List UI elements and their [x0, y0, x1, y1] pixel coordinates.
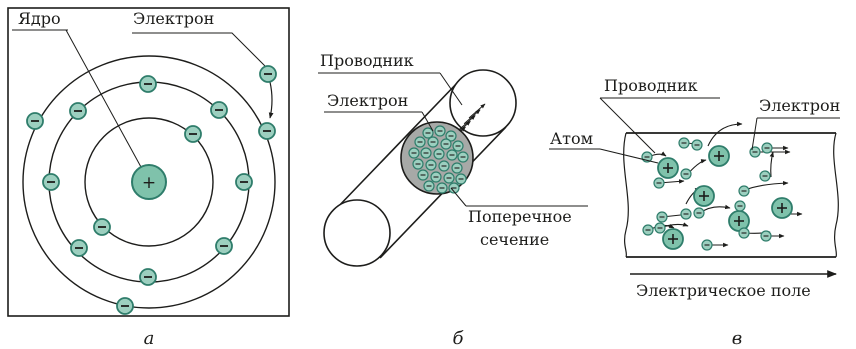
- free-electron-2: [679, 138, 689, 148]
- free-electron-12: [694, 208, 704, 218]
- ion-1: [658, 158, 678, 178]
- section-electron-6: [441, 139, 451, 149]
- trajectory-3: [708, 124, 742, 146]
- conductor-label-c: Проводник: [604, 76, 698, 95]
- section-electron-20: [456, 174, 466, 184]
- section-electron-18: [431, 172, 441, 182]
- lattice-ions: [658, 146, 792, 249]
- section-electron-10: [434, 149, 444, 159]
- caption-b: б: [453, 328, 465, 349]
- electron-motion-arrow: [270, 82, 272, 118]
- atom-electron-4: [211, 102, 227, 118]
- atom-electron-6: [216, 238, 232, 254]
- atom-electron-9: [43, 174, 59, 190]
- nucleus-sign: +: [142, 173, 156, 193]
- free-electron-13: [735, 201, 745, 211]
- atom-electron-3: [140, 76, 156, 92]
- ion-2: [709, 146, 729, 166]
- free-electron-11: [681, 209, 691, 219]
- ion-3: [694, 186, 714, 206]
- section-electron-2: [435, 126, 445, 136]
- section-electron-19: [444, 173, 454, 183]
- conductor-c-leader: [600, 98, 655, 153]
- section-electron-1: [423, 128, 433, 138]
- free-electron-18: [739, 228, 749, 238]
- section-electron-5: [428, 137, 438, 147]
- cylinder-far-end: [450, 70, 516, 136]
- flow-panel: Проводник Электрон Атом Электрическое по…: [549, 76, 840, 349]
- section-electron-21: [424, 181, 434, 191]
- free-electron-17: [761, 231, 771, 241]
- section-electron-12: [458, 152, 468, 162]
- conductor-right-cut: [834, 133, 839, 257]
- ion-5: [772, 198, 792, 218]
- free-electron-15: [655, 223, 665, 233]
- section-electron-15: [439, 161, 449, 171]
- caption-a: а: [144, 328, 155, 349]
- ion-6: [663, 229, 683, 249]
- atom-electron-7: [140, 269, 156, 285]
- atom-electron-label: Электрон: [133, 9, 214, 28]
- free-electron-8: [760, 171, 770, 181]
- free-electron-6: [654, 178, 664, 188]
- atom-electron-14: [27, 113, 43, 129]
- atom-electron-1: [185, 126, 201, 142]
- electron-label-b: Электрон: [327, 91, 408, 110]
- cross-section-label-2: сечение: [480, 230, 549, 249]
- trajectory-12: [771, 152, 773, 177]
- atom-label: Атом: [550, 129, 593, 148]
- free-electron-3: [692, 140, 702, 150]
- conductor-panel: Проводник Электрон Поперечное сечение б: [318, 51, 588, 349]
- free-electron-9: [739, 186, 749, 196]
- section-electron-9: [421, 148, 431, 158]
- atom-panel: + Ядро Электрон а: [8, 8, 289, 349]
- cylinder-near-end: [324, 200, 390, 266]
- nucleus: +: [132, 165, 166, 199]
- conductor-left-cut: [624, 133, 629, 257]
- electron-trajectories: [648, 124, 802, 245]
- section-electron-4: [415, 137, 425, 147]
- free-electron-4: [750, 147, 760, 157]
- section-electron-11: [447, 150, 457, 160]
- free-electron-5: [762, 143, 772, 153]
- section-electron-13: [413, 159, 423, 169]
- electric-field-label: Электрическое поле: [636, 281, 811, 300]
- trajectory-11: [745, 183, 788, 190]
- section-electron-14: [426, 160, 436, 170]
- atom-electron-10: [70, 103, 86, 119]
- free-electron-16: [702, 240, 712, 250]
- atom-electron-12: [259, 123, 275, 139]
- electron-c-leader: [752, 118, 757, 150]
- section-electron-16: [452, 163, 462, 173]
- caption-c: в: [732, 328, 742, 349]
- section-electron-8: [409, 148, 419, 158]
- free-electron-10: [657, 212, 667, 222]
- nucleus-label: Ядро: [18, 9, 61, 28]
- conductor-label-b: Проводник: [320, 51, 414, 70]
- cross-section-label-1: Поперечное: [468, 207, 572, 226]
- atom-electron-8: [71, 240, 87, 256]
- section-electron-7: [453, 141, 463, 151]
- electron-label-c: Электрон: [759, 96, 840, 115]
- atom-electron-11: [260, 66, 276, 82]
- atom-electron-2: [94, 219, 110, 235]
- atom-electron-5: [236, 174, 252, 190]
- free-electron-7: [681, 169, 691, 179]
- section-electron-17: [418, 170, 428, 180]
- free-electron-14: [643, 225, 653, 235]
- section-electron-22: [437, 183, 447, 193]
- electron-leader: [132, 33, 265, 66]
- atom-electron-13: [117, 298, 133, 314]
